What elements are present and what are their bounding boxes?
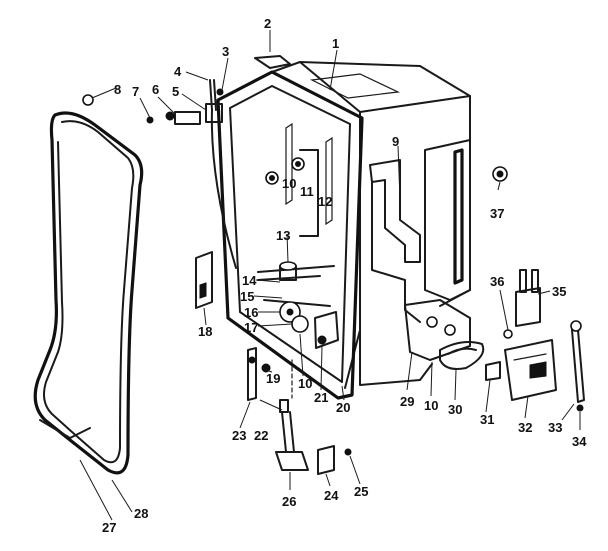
label-6: 6 — [152, 82, 159, 97]
label-14: 14 — [242, 273, 257, 288]
label-35: 35 — [552, 284, 566, 299]
label-32: 32 — [518, 420, 532, 435]
label-8: 8 — [114, 82, 121, 97]
label-1: 1 — [332, 36, 339, 51]
label-24: 24 — [324, 488, 339, 503]
label-23: 23 — [232, 428, 246, 443]
label-37: 37 — [490, 206, 504, 221]
label-25: 25 — [354, 484, 368, 499]
label-34: 34 — [572, 434, 587, 449]
label-18: 18 — [198, 324, 212, 339]
label-33: 33 — [548, 420, 562, 435]
label-16: 16 — [244, 305, 258, 320]
label-15: 15 — [240, 289, 254, 304]
label-11: 11 — [300, 184, 314, 199]
label-27: 27 — [102, 520, 116, 535]
label-4: 4 — [174, 64, 182, 79]
label-26: 26 — [282, 494, 296, 509]
label-5: 5 — [172, 84, 179, 99]
label-2: 2 — [264, 16, 271, 31]
label-17: 17 — [244, 320, 258, 335]
label-7: 7 — [132, 84, 139, 99]
label-30: 30 — [448, 402, 462, 417]
door-gasket — [33, 111, 144, 475]
tub-body — [271, 61, 471, 389]
label-10-lower: 10 — [298, 376, 312, 391]
label-28: 28 — [134, 506, 148, 521]
label-10-upper: 10 — [282, 176, 296, 191]
label-10-right: 10 — [424, 398, 438, 413]
label-22: 22 — [254, 428, 268, 443]
part-labels: 1 2 3 4 5 6 7 8 9 10 11 12 13 14 15 16 1… — [102, 16, 587, 535]
center-spray-parts — [195, 251, 309, 333]
label-29: 29 — [400, 394, 414, 409]
label-36: 36 — [490, 274, 504, 289]
hinge-rod-assembly — [82, 55, 291, 269]
label-21: 21 — [314, 390, 328, 405]
label-13: 13 — [276, 228, 290, 243]
leader-lines — [79, 30, 581, 521]
label-20: 20 — [336, 400, 350, 415]
label-3: 3 — [222, 44, 229, 59]
label-12: 12 — [318, 194, 332, 209]
label-9: 9 — [392, 134, 399, 149]
label-19: 19 — [266, 371, 280, 386]
right-side-parts — [404, 166, 585, 412]
lower-parts — [247, 311, 352, 475]
label-31: 31 — [480, 412, 494, 427]
